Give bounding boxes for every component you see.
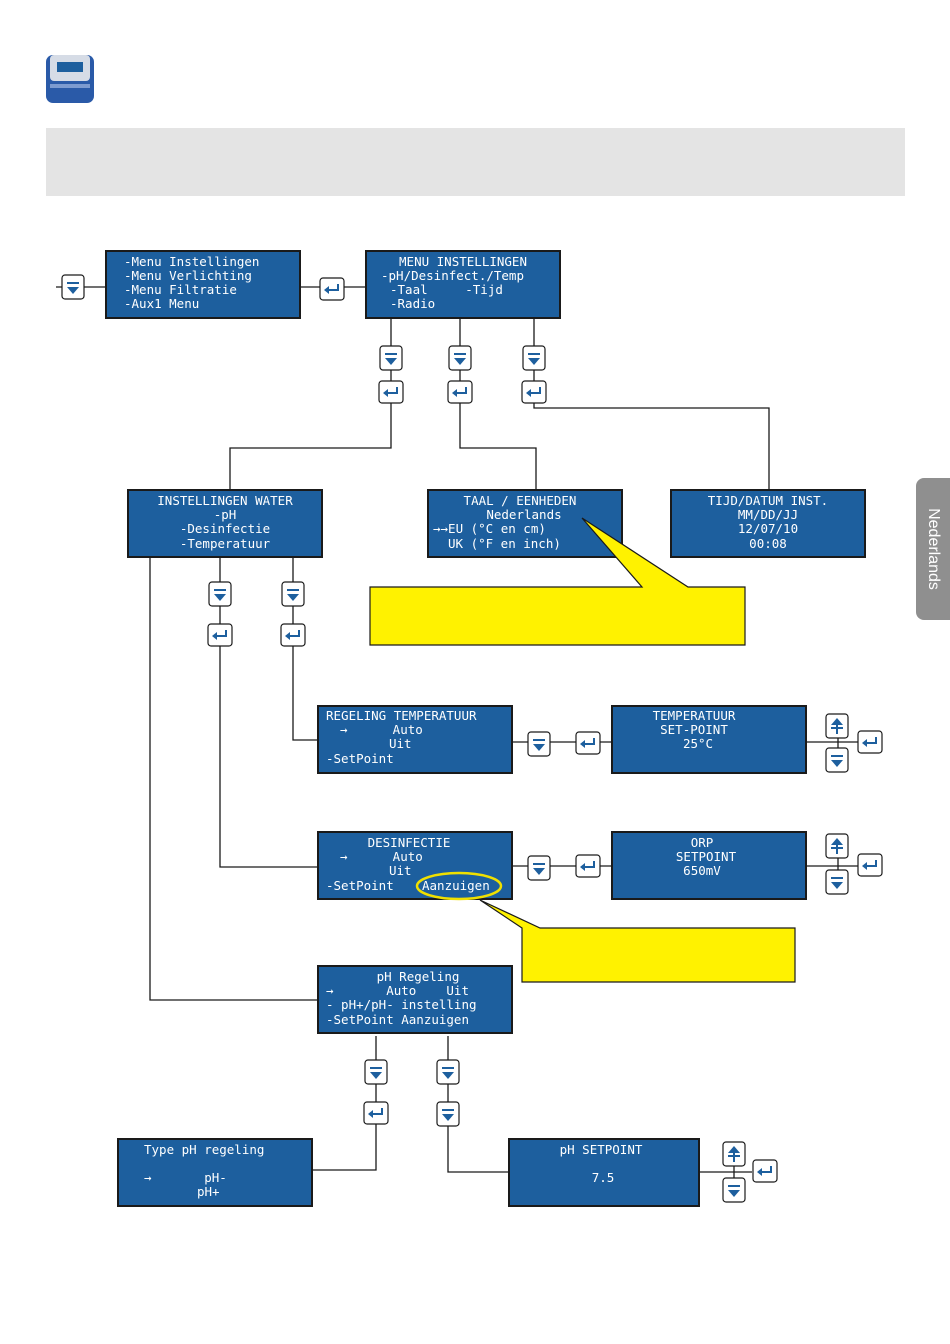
screen-tijd-datum: TIJD/DATUM INST. MM/DD/JJ 12/07/10 00:08 [670,489,866,558]
screen-line: → Auto [340,849,423,864]
screen-line: UK (°F en inch) [448,536,561,551]
screen-regeling-temperatuur: REGELING TEMPERATUUR → Auto Uit -SetPoin… [317,705,513,774]
screen-type-ph-regeling: Type pH regeling → pH- pH+ [117,1138,313,1207]
screen-line: TEMPERATUUR [653,708,736,723]
down-button-icon[interactable] [436,1101,460,1127]
screen-ph-regeling: pH Regeling → Auto Uit - pH+/pH- instell… [317,965,513,1034]
up-button-icon[interactable] [825,713,849,739]
screen-line: Uit [389,736,412,751]
screen-desinfectie: DESINFECTIE → Auto Uit -SetPoint Aanzuig… [317,831,513,900]
screen-line: Nederlands [486,507,561,522]
screen-line: -Radio [390,296,435,311]
down-button-icon[interactable] [281,581,305,607]
screen-line: TIJD/DATUM INST. [708,493,828,508]
screen-line: 650mV [683,863,721,878]
screen-menu-instellingen: MENU INSTELLINGEN -pH/Desinfect./Temp -T… [365,250,561,319]
screen-line: 7.5 [592,1170,615,1185]
down-button-icon[interactable] [61,274,85,300]
language-side-tab[interactable]: Nederlands [916,478,950,620]
up-button-icon[interactable] [722,1141,746,1167]
screen-line: -Menu Instellingen [124,254,259,269]
down-button-icon[interactable] [825,869,849,895]
enter-button-icon[interactable] [521,380,547,404]
screen-line: Type pH regeling [144,1142,264,1157]
device-icon [46,55,94,103]
screen-line: - pH+/pH- instelling [326,997,477,1012]
screen-main-menu: -Menu Instellingen -Menu Verlichting -Me… [105,250,301,319]
callout-aanzuigen [415,871,796,983]
enter-button-icon[interactable] [363,1101,389,1125]
screen-orp-setpoint: ORP SETPOINT 650mV [611,831,807,900]
screen-line: REGELING TEMPERATUUR [326,708,477,723]
screen-line: -SetPoint [326,878,394,893]
down-button-icon[interactable] [379,345,403,371]
screen-line: pH Regeling [377,969,460,984]
screen-line: MENU INSTELLINGEN [399,254,527,269]
down-button-icon[interactable] [527,855,551,881]
screen-instellingen-water: INSTELLINGEN WATER -pH -Desinfectie -Tem… [127,489,323,558]
enter-button-icon[interactable] [207,623,233,647]
screen-line: -pH/Desinfect./Temp [381,268,524,283]
enter-button-icon[interactable] [280,623,306,647]
enter-button-icon[interactable] [575,854,601,878]
screen-line: 25°C [683,736,713,751]
header-banner [46,128,905,196]
enter-button-icon[interactable] [575,731,601,755]
screen-temperatuur-setpoint: TEMPERATUUR SET-POINT 25°C [611,705,807,774]
screen-line: pH SETPOINT [560,1142,643,1157]
screen-line: →→EU (°C en cm) [433,521,546,536]
enter-button-icon[interactable] [378,380,404,404]
down-button-icon[interactable] [722,1177,746,1203]
screen-line: → pH- [144,1170,227,1185]
screen-line: SET-POINT [660,722,728,737]
screen-line: -Desinfectie [180,521,270,536]
screen-ph-setpoint: pH SETPOINT 7.5 [508,1138,700,1207]
screen-line: -Menu Filtratie [124,282,237,297]
down-button-icon[interactable] [527,731,551,757]
screen-line: 12/07/10 [738,521,798,536]
screen-line: pH+ [197,1184,220,1199]
enter-button-icon[interactable] [752,1159,778,1183]
screen-line: TAAL / EENHEDEN [464,493,577,508]
screen-line: → Auto Uit [326,983,469,998]
down-button-icon[interactable] [436,1059,460,1085]
screen-line: → Auto [340,722,423,737]
down-button-icon[interactable] [522,345,546,371]
screen-line: Uit [389,863,412,878]
screen-line: INSTELLINGEN WATER [157,493,293,508]
enter-button-icon[interactable] [857,730,883,754]
callout-taal [369,517,746,646]
down-button-icon[interactable] [364,1059,388,1085]
screen-line: -SetPoint Aanzuigen [326,1012,469,1027]
screen-line: MM/DD/JJ [738,507,798,522]
screen-line: -pH [214,507,237,522]
enter-button-icon[interactable] [319,277,345,301]
screen-line: 00:08 [749,536,787,551]
up-button-icon[interactable] [825,833,849,859]
screen-line: ORP [691,835,714,850]
enter-button-icon[interactable] [447,380,473,404]
screen-line: -Aux1 Menu [124,296,199,311]
screen-taal-eenheden: TAAL / EENHEDEN Nederlands →→EU (°C en c… [427,489,623,558]
screen-line: DESINFECTIE [368,835,451,850]
screen-line: -SetPoint [326,751,394,766]
down-button-icon[interactable] [448,345,472,371]
screen-line: SETPOINT [676,849,737,864]
down-button-icon[interactable] [825,747,849,773]
screen-line: Aanzuigen [422,878,490,893]
screen-line: -Temperatuur [180,536,271,551]
down-button-icon[interactable] [208,581,232,607]
screen-line: -Menu Verlichting [124,268,252,283]
screen-line: -Taal -Tijd [390,282,503,297]
enter-button-icon[interactable] [857,853,883,877]
